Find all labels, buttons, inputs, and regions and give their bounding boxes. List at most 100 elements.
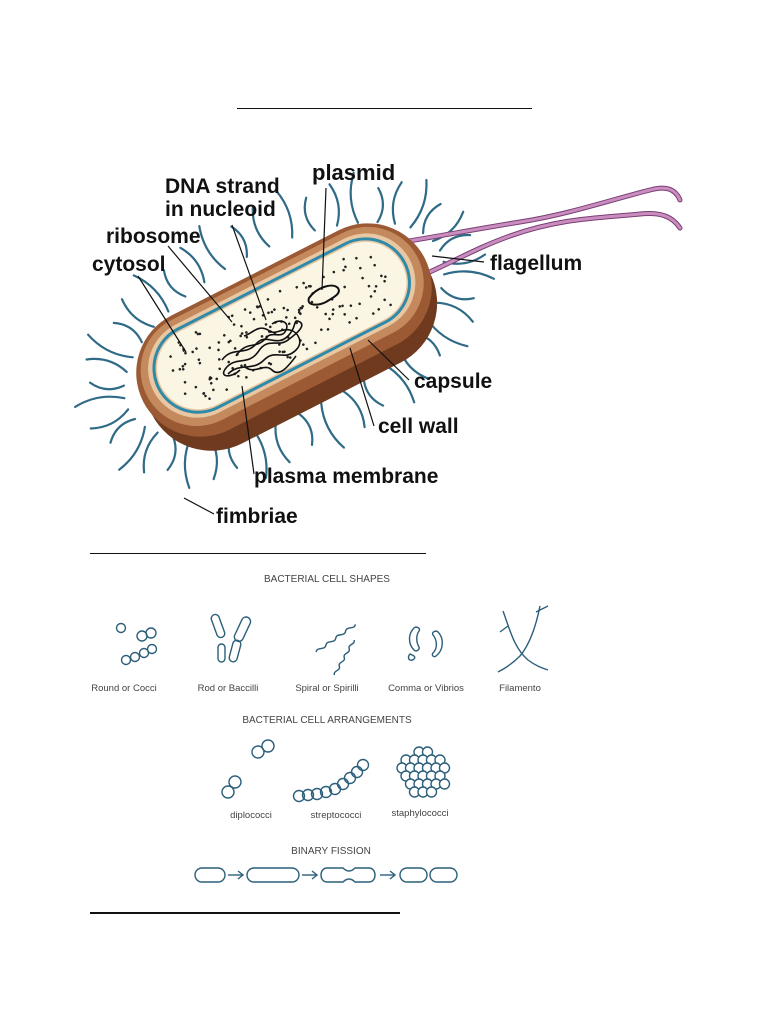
ribosome-dot — [326, 328, 330, 331]
fimbria — [198, 225, 227, 271]
ribosome-dot — [344, 265, 347, 269]
ribosome-dot — [278, 350, 281, 353]
ribosome-dot — [248, 311, 252, 314]
ribosome-dot — [208, 376, 212, 379]
fimbria — [328, 183, 340, 227]
ribosome-dot — [302, 343, 305, 346]
ribosome-dot — [380, 274, 383, 278]
arrangement-label-staphylococci: staphylococci — [391, 808, 448, 819]
fimbria — [112, 321, 143, 344]
ribosome-dot — [270, 310, 274, 314]
cytosol — [156, 241, 407, 410]
ribosome-dot — [315, 306, 319, 309]
ribosome-dot — [245, 335, 249, 339]
ribosome-dot — [227, 360, 230, 364]
fimbria — [303, 196, 316, 232]
ribosome-dot — [181, 367, 185, 371]
ribosome-dot — [361, 276, 364, 280]
ribosome-dot — [198, 361, 202, 365]
coccus — [350, 765, 364, 779]
arrangements-title: BACTERIAL CELL ARRANGEMENTS — [242, 715, 412, 726]
label-flagellum: flagellum — [490, 252, 582, 275]
ribosome-dot — [293, 316, 297, 320]
ribosome-dot — [377, 308, 381, 311]
shape-bacilli-figure — [210, 613, 252, 663]
fission-cell-4a — [399, 867, 428, 883]
ribosome-dot — [285, 316, 288, 319]
ribosome-dot — [278, 343, 281, 346]
ribosome-dot — [286, 355, 289, 359]
coccus — [343, 771, 357, 785]
ribosome-dot — [331, 312, 335, 316]
shape-spirilli-figure — [315, 624, 357, 676]
shape-cocci-figure — [115, 622, 158, 666]
fimbria — [434, 301, 474, 323]
ribosome-dot — [202, 392, 205, 395]
dna-nucleoid — [221, 320, 303, 377]
arrow-icon — [302, 870, 319, 880]
fimbria — [440, 287, 475, 301]
ribosome-dot — [171, 369, 175, 372]
ribosome-dot — [215, 377, 219, 381]
arrangement-label-streptococci: streptococci — [311, 810, 362, 821]
fimbria — [297, 412, 314, 446]
ribosome-dot — [299, 312, 302, 316]
ribosome-dot — [267, 311, 270, 315]
ribosome-dot — [208, 397, 211, 400]
ribosome-dot — [373, 289, 377, 293]
fimbria — [391, 181, 403, 225]
fimbria — [162, 269, 187, 298]
shape-label-vibrios: Comma or Vibrios — [388, 683, 464, 694]
middle-divider — [90, 553, 426, 554]
ribosome-dot — [314, 341, 317, 345]
ribosome-dot — [355, 256, 358, 260]
ribosome-dot — [369, 255, 373, 259]
shape-label-bacilli: Rod or Baccilli — [198, 683, 259, 694]
ribosome-dot — [217, 348, 220, 352]
ribosome-dot — [243, 308, 247, 311]
fimbria — [132, 274, 170, 313]
ribosome-dot — [288, 356, 292, 359]
fimbria — [179, 246, 206, 284]
ribosome-dot — [278, 289, 282, 293]
bacterium-diagram: plasmid DNA strand in nucleoid ribosome … — [74, 160, 683, 528]
ribosome-dot — [204, 394, 207, 398]
ribosome-dot — [209, 381, 213, 385]
fimbria — [166, 435, 177, 471]
ribosome-dot — [218, 367, 222, 371]
ribosome-dot — [287, 322, 291, 326]
ribosome-dot — [208, 346, 211, 350]
coccus — [438, 778, 451, 790]
fimbriae-group — [74, 171, 495, 489]
fimbria — [431, 210, 465, 243]
ribosome-dot — [191, 350, 195, 354]
ribosome-dot — [225, 388, 229, 391]
ribosome-dot — [341, 304, 344, 308]
ribosome-dot — [328, 317, 331, 321]
ribosome-dot — [374, 285, 378, 288]
shape-label-spirilli: Spiral or Spirilli — [295, 683, 358, 694]
fimbria — [88, 381, 125, 391]
ribosome-dot — [217, 341, 221, 344]
ribosome-dot — [389, 303, 392, 307]
ribosome-dot — [230, 314, 234, 318]
label-cytosol: cytosol — [92, 253, 166, 276]
staphylococci-figure — [396, 746, 451, 798]
ribosome-dot — [245, 376, 248, 379]
shapes-title: BACTERIAL CELL SHAPES — [264, 574, 390, 585]
fimbria — [443, 270, 495, 280]
coccus — [301, 788, 315, 802]
ribosome-dot — [184, 351, 187, 355]
coccus — [310, 787, 324, 801]
ribosome-dot — [281, 350, 285, 354]
arrow-icon — [380, 870, 397, 880]
ribosome-dot — [264, 323, 268, 326]
coccus — [336, 777, 350, 791]
fimbria — [230, 225, 248, 258]
ribosome-dot — [309, 284, 312, 288]
ribosome-dot — [332, 270, 336, 274]
ribosome-dot — [299, 306, 302, 310]
ribosome-dot — [240, 332, 244, 335]
fission-cell-4b — [429, 867, 458, 883]
ribosome-dot — [331, 308, 335, 311]
